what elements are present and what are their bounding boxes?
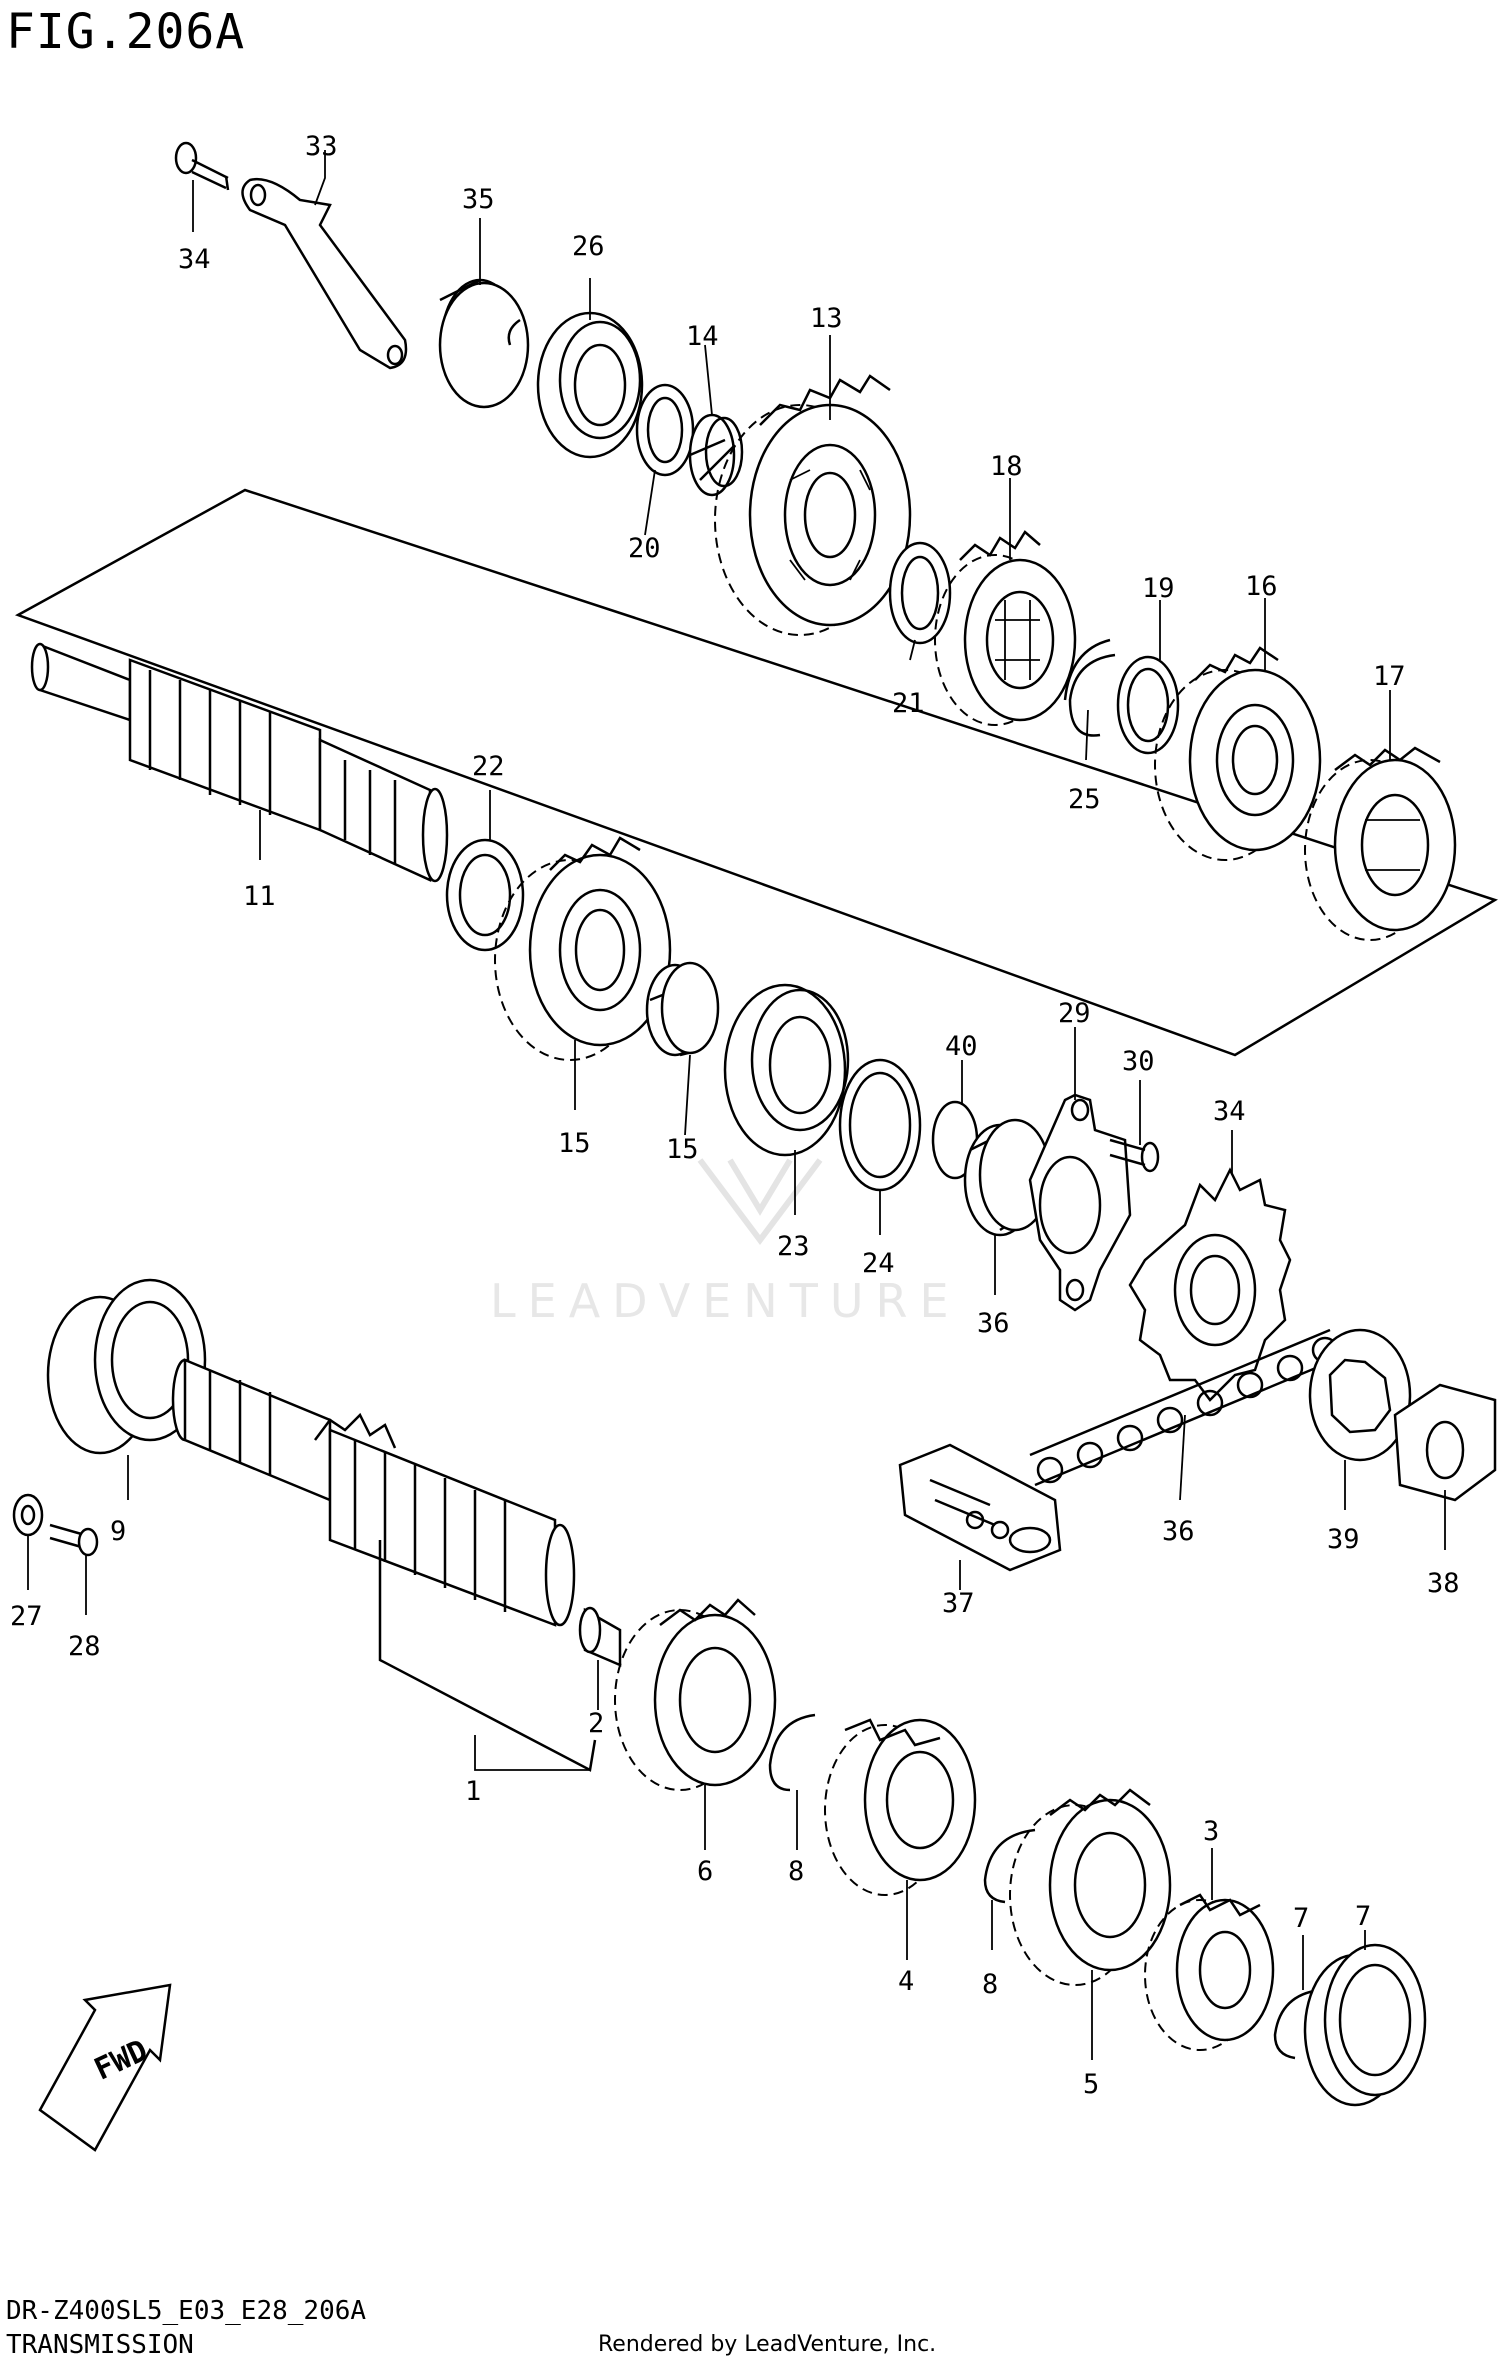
part-25-circlip[interactable] [1063, 638, 1116, 737]
part-5-gear[interactable] [1009, 1788, 1172, 1986]
callout-36-text: 36 [1162, 1516, 1195, 1547]
part-37-chain-joint[interactable] [898, 1443, 1062, 1572]
part-10-bearing[interactable] [46, 1278, 207, 1455]
countershaft-group-outline [14, 488, 1498, 1057]
part-30-screw[interactable] [1109, 1138, 1160, 1173]
part-34-sprocket[interactable] [1128, 1167, 1292, 1402]
callout-24: 24 [862, 1248, 895, 1279]
callout-16: 16 [1245, 571, 1278, 602]
callout-25: 25 [1068, 784, 1101, 815]
part-15-bushing[interactable] [645, 961, 720, 1057]
callout-8-upper: 8 [788, 1856, 804, 1887]
part-9-circlip[interactable] [1273, 1988, 1321, 2060]
part-17-gear[interactable] [1304, 746, 1457, 941]
callout-26: 26 [572, 231, 605, 262]
callout-14: 15 [558, 1128, 591, 1159]
callout-35: 36 [977, 1308, 1010, 1339]
fwd-arrow-icon: FWD [38, 1983, 172, 2152]
part-28-screw[interactable] [49, 1523, 99, 1557]
callout-10: 9 [110, 1516, 126, 1547]
part-20-washer[interactable] [635, 383, 695, 477]
callout-32: 34 [178, 244, 211, 275]
part-8-circlip-lower[interactable] [983, 1828, 1036, 1904]
part-3-gear[interactable] [1144, 1893, 1275, 2051]
part-38-nut[interactable] [1393, 1383, 1497, 1502]
callout-33: 35 [462, 184, 495, 215]
section-name: TRANSMISSION [6, 2330, 194, 2360]
part-4-gear[interactable] [824, 1718, 977, 1896]
part-22-washer[interactable] [445, 838, 525, 952]
part-32-screw[interactable] [174, 141, 230, 191]
part-26-bearing[interactable] [536, 311, 644, 459]
part-11-countershaft[interactable] [30, 642, 449, 883]
callout-13: 14 [686, 321, 719, 352]
watermark-logo [697, 1158, 823, 1245]
callout-20: 20 [628, 533, 661, 564]
callout-28-text: 28 [68, 1631, 101, 1662]
callout-29: 29 [1058, 998, 1091, 1029]
callout-8-lower: 8 [982, 1969, 998, 2000]
callout-labels: 33 34 35 26 14 13 20 18 21 19 25 16 17 1… [10, 131, 1460, 2100]
part-18-gear[interactable] [934, 530, 1077, 726]
model-code: DR-Z400SL5_E03_E28_206A [6, 2296, 367, 2326]
part-24-oil-seal[interactable] [838, 1058, 922, 1192]
part-6-gear[interactable] [614, 1598, 777, 1791]
part-8-circlip-upper[interactable] [768, 1713, 816, 1792]
part-2-bearing-needle[interactable] [578, 1606, 622, 1667]
figure-title: FIG.206A [6, 4, 246, 60]
part-31-stopper-plate[interactable] [241, 177, 408, 370]
callout-2: 2 [588, 1708, 604, 1739]
part-12-gear[interactable] [714, 374, 912, 636]
part-36-drive-chain[interactable] [1029, 1328, 1339, 1487]
callout-31: 33 [305, 131, 338, 162]
part-29-plate[interactable] [1028, 1093, 1132, 1312]
callout-30: 30 [1122, 1046, 1155, 1077]
part-27-washer[interactable] [12, 1493, 44, 1537]
callout-12: 13 [810, 303, 843, 334]
leader-lines [27, 150, 1446, 2060]
callout-6: 6 [697, 1856, 713, 1887]
callout-9: 7 [1293, 1903, 1309, 1934]
callout-5: 5 [1083, 2069, 1099, 2100]
part-14-gear[interactable] [494, 836, 672, 1061]
callout-7-text: 7 [1355, 1901, 1371, 1932]
watermark-text: LEADVENTURE [490, 1274, 961, 1328]
callout-37-text: 37 [942, 1588, 975, 1619]
callout-22: 22 [472, 751, 505, 782]
part-16-gear[interactable] [1154, 646, 1322, 861]
callout-17: 17 [1373, 661, 1406, 692]
part-7-bearing[interactable] [1303, 1943, 1427, 2107]
part-1-main-shaft[interactable] [171, 1358, 576, 1627]
part-39-lock-washer[interactable] [1308, 1328, 1412, 1462]
callout-39-text: 39 [1327, 1524, 1360, 1555]
callout-15-text: 15 [666, 1134, 699, 1165]
callout-19: 19 [1142, 573, 1175, 604]
render-credit: Rendered by LeadVenture, Inc. [598, 2332, 937, 2357]
callout-21: 21 [892, 688, 925, 719]
part-19-washer[interactable] [1116, 655, 1180, 755]
part-33-bearing[interactable] [438, 278, 530, 409]
callout-23: 23 [777, 1231, 810, 1262]
part-23-bearing[interactable] [723, 983, 850, 1157]
callout-11: 11 [243, 881, 276, 912]
callout-27-text: 27 [10, 1601, 43, 1632]
part-13-bushing[interactable] [688, 413, 744, 497]
part-21-washer[interactable] [888, 541, 952, 645]
callout-34-text: 34 [1213, 1096, 1246, 1127]
callout-4: 4 [898, 1966, 914, 1997]
callout-18: 18 [990, 451, 1023, 482]
callout-38: 38 [1427, 1568, 1460, 1599]
part-1-2-bracket [378, 1540, 597, 1772]
callout-3: 3 [1203, 1816, 1219, 1847]
callout-40: 40 [945, 1031, 978, 1062]
callout-1: 1 [465, 1776, 481, 1807]
